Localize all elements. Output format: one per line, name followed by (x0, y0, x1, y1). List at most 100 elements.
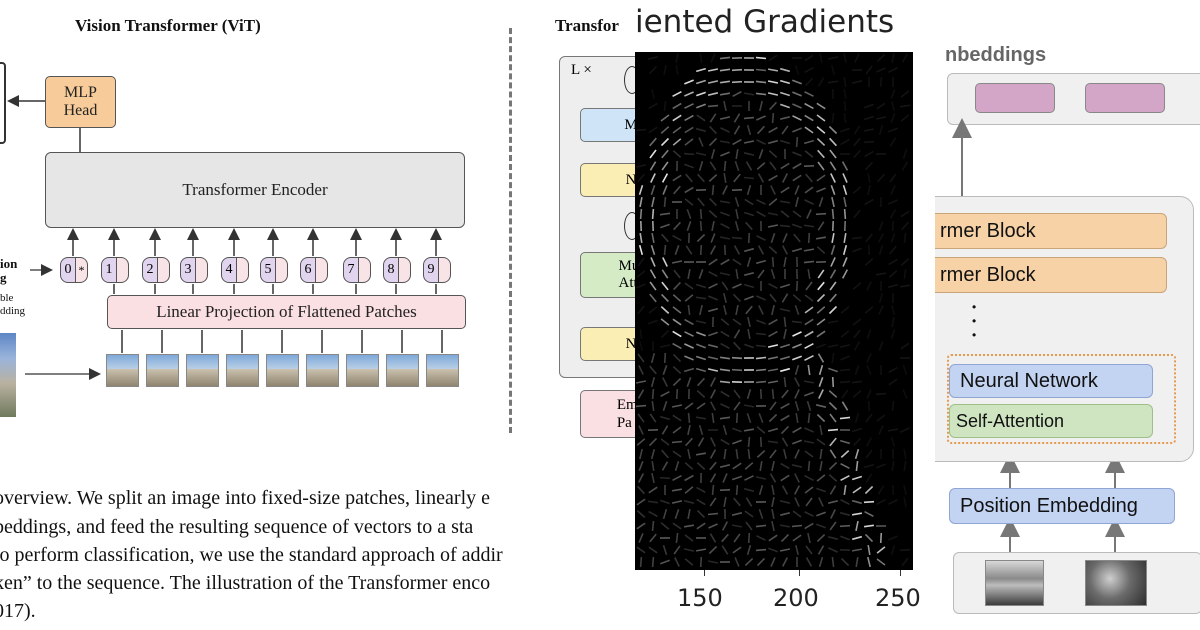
hog-gradient-mark (818, 377, 824, 387)
hog-gradient-mark (890, 89, 896, 99)
hog-gradient-mark (684, 79, 694, 85)
hog-gradient-mark (675, 52, 679, 64)
hog-gradient-mark (699, 220, 703, 232)
hog-gradient-mark (710, 148, 716, 160)
hog-gradient-mark (781, 437, 789, 447)
hog-gradient-mark (817, 269, 825, 279)
token-position-embedding (117, 257, 129, 283)
hog-gradient-mark (735, 304, 739, 316)
hog-gradient-mark (674, 460, 680, 472)
hog-gradient-mark (842, 184, 848, 196)
hog-gradient-mark (803, 248, 815, 252)
hog-gradient-mark (890, 544, 896, 556)
hog-gradient-mark (865, 233, 873, 243)
hog-gradient-mark (768, 198, 778, 206)
hog-gradient-mark (733, 497, 741, 507)
hog-gradient-mark (863, 128, 875, 132)
hog-gradient-mark (732, 439, 742, 445)
hog-gradient-mark (649, 533, 657, 543)
hog-gradient-mark (695, 452, 707, 456)
hog-gradient-mark (709, 449, 717, 459)
caption-line-1: overview. We split an image into fixed-s… (0, 487, 490, 509)
hog-gradient-mark (720, 151, 730, 157)
hog-gradient-mark (757, 173, 765, 183)
hog-gradient-mark (767, 212, 779, 216)
hog-gradient-mark (779, 308, 791, 312)
hog-gradient-mark (853, 209, 861, 219)
hog-gradient-mark (792, 115, 802, 121)
hog-gradient-mark (875, 392, 887, 396)
hog-gradient-mark (875, 272, 887, 276)
embeddings-title: nbeddings (945, 44, 1047, 66)
hog-gradient-mark (767, 139, 779, 145)
hog-gradient-mark (829, 137, 837, 147)
hog-gradient-mark (755, 92, 767, 96)
hog-gradient-mark (638, 461, 644, 471)
hog-gradient-mark (899, 104, 911, 108)
hog-gradient-mark (901, 53, 909, 63)
hog-gradient-mark (698, 269, 704, 279)
hog-gradient-mark (660, 559, 670, 565)
hog-gradient-mark (780, 402, 790, 410)
hog-gradient-mark (830, 185, 836, 195)
hog-gradient-mark (711, 184, 715, 196)
hog-gradient-mark (863, 115, 875, 121)
x-tickmark-200 (799, 570, 800, 576)
hog-gradient-mark (758, 305, 764, 315)
output-token-1 (975, 83, 1055, 113)
hog-gradient-mark (684, 343, 694, 349)
output-token-2 (1085, 83, 1165, 113)
hog-gradient-mark (819, 460, 823, 472)
hog-gradient-mark (698, 137, 704, 147)
figure-divider (509, 28, 512, 433)
hog-gradient-mark (829, 413, 837, 423)
hog-gradient-mark (672, 150, 682, 158)
hog-gradient-mark (651, 400, 655, 412)
hog-gradient-mark (852, 247, 862, 253)
hog-gradient-mark (783, 328, 787, 340)
hog-gradient-mark (731, 68, 743, 72)
hog-gradient-mark (638, 184, 644, 196)
hog-gradient-mark (684, 402, 694, 410)
hog-gradient-mark (855, 556, 859, 568)
hog-gradient-mark (768, 413, 778, 423)
hog-gradient-mark (695, 355, 707, 361)
hog-gradient-mark (660, 137, 670, 147)
hog-gradient-mark (817, 149, 825, 159)
hog-gradient-mark (839, 511, 851, 517)
hog-gradient-mark (695, 79, 707, 85)
hog-gradient-mark (708, 270, 718, 278)
hog-gradient-mark (743, 152, 755, 156)
hog-gradient-mark (831, 112, 835, 124)
hog-gradient-mark (864, 258, 874, 266)
hog-gradient-mark (745, 221, 753, 231)
hog-gradient-mark (744, 272, 754, 276)
hog-gradient-mark (854, 412, 860, 424)
hog-gradient-mark (783, 376, 787, 388)
hog-gradient-mark (863, 463, 875, 469)
hog-gradient-mark (684, 186, 694, 194)
hog-gradient-mark (719, 356, 731, 360)
hog-gradient-mark (792, 534, 802, 542)
hog-gradient-mark (731, 236, 743, 240)
hog-gradient-mark (659, 415, 671, 421)
hog-gradient-mark (684, 103, 694, 109)
x-tickmark-250 (900, 570, 901, 576)
hog-gradient-mark (819, 424, 823, 436)
hog-gradient-mark (816, 306, 826, 314)
hog-gradient-mark (903, 460, 907, 472)
hog-gradient-mark (840, 450, 850, 458)
token-position-embedding (399, 257, 411, 283)
hog-gradient-mark (794, 364, 800, 376)
hog-gradient-mark (732, 283, 742, 289)
hog-gradient-mark (889, 137, 897, 147)
hog-gradient-mark (767, 80, 779, 84)
hog-gradient-mark (684, 126, 694, 134)
hog-gradient-mark (840, 355, 850, 361)
hog-gradient-mark (866, 353, 872, 363)
hog-gradient-mark (781, 245, 789, 255)
norm-block-upper-label: N (625, 171, 635, 188)
hog-gradient-mark (743, 92, 755, 96)
hog-gradient-mark (794, 185, 800, 195)
hog-gradient-mark (661, 293, 669, 303)
